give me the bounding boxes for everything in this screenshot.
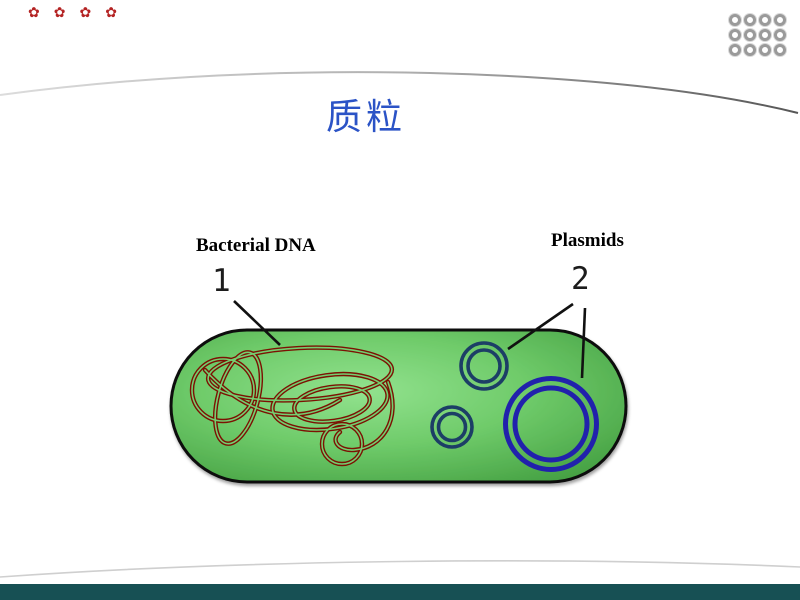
- red-floret-icon: ✿: [105, 5, 131, 21]
- leader-line-2a: [507, 302, 574, 351]
- ring-dot-icon: [729, 14, 741, 26]
- ring-dot-icon: [759, 29, 771, 41]
- top-swoosh: [0, 71, 799, 114]
- watermark-glyphs: ✿✿✿✿: [28, 5, 131, 21]
- red-floret-icon: ✿: [28, 5, 54, 21]
- corner-dot-grid: [729, 14, 789, 59]
- ring-dot-icon: [759, 44, 771, 56]
- leader-line-1: [233, 300, 281, 346]
- ring-dot-icon: [774, 44, 786, 56]
- red-floret-icon: ✿: [79, 5, 106, 21]
- label-plasmids: Plasmids: [551, 230, 624, 251]
- leader-line-2b: [580, 307, 587, 379]
- ring-dot-icon: [729, 44, 741, 56]
- plasmid-small-1: [459, 341, 509, 391]
- callout-number-1: 1: [212, 263, 231, 299]
- footer-bar: [0, 584, 800, 600]
- ring-dot-icon: [729, 29, 741, 41]
- ring-dot-icon: [774, 29, 786, 41]
- slide-title: 质粒: [325, 97, 406, 137]
- ring-dot-icon: [744, 29, 756, 41]
- label-bacterial-dna: Bacterial DNA: [196, 235, 316, 256]
- plasmid-large: [503, 376, 599, 472]
- footer-swoosh: [0, 560, 800, 578]
- red-floret-icon: ✿: [53, 5, 80, 21]
- ring-dot-icon: [744, 44, 756, 56]
- plasmid-small-2: [430, 405, 474, 449]
- ring-dot-icon: [774, 14, 786, 26]
- ring-dot-icon: [759, 14, 771, 26]
- ring-dot-icon: [744, 14, 756, 26]
- callout-number-2: 2: [571, 261, 590, 297]
